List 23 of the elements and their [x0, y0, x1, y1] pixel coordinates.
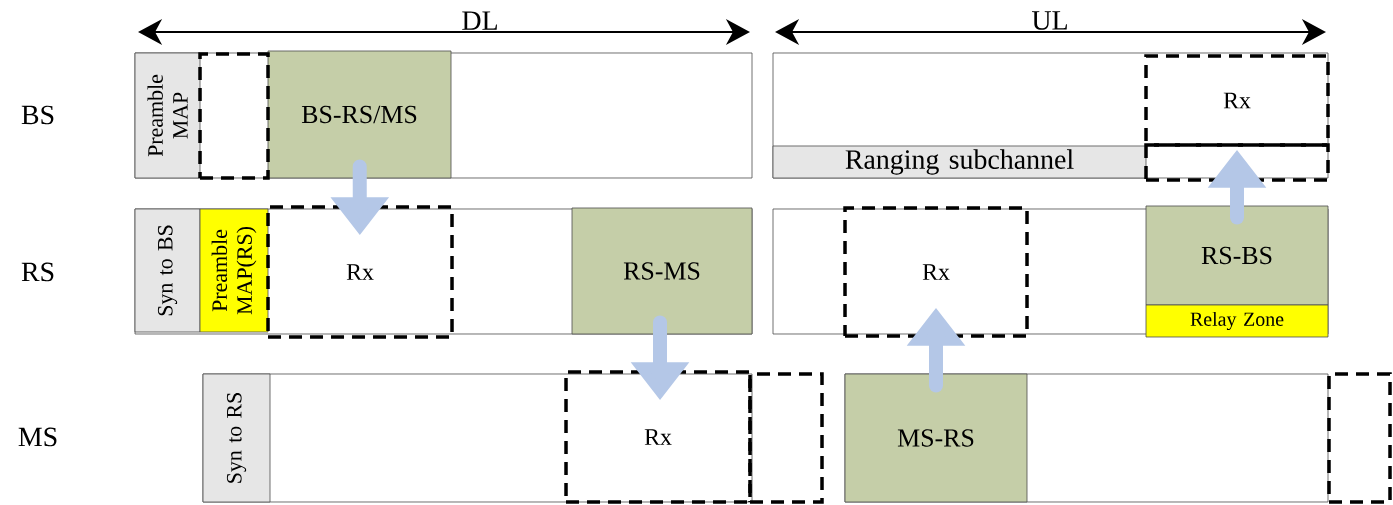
row-label: RS — [21, 262, 54, 282]
dashed-box — [1327, 372, 1392, 504]
row-label: MS — [18, 427, 57, 447]
span-label: DL — [462, 11, 497, 30]
zone-box: Relay Zone — [1145, 304, 1329, 338]
dashed-box: Rx — [564, 370, 752, 504]
dashed-box: Rx — [1144, 54, 1330, 147]
zone-box: Preamble MAP(RS) — [199, 208, 269, 333]
dashed-box: Rx — [843, 206, 1029, 338]
zone-box: Ranging subchannel — [772, 145, 1147, 179]
zone-box: RS-BS — [1145, 205, 1329, 306]
span-label: UL — [1032, 11, 1067, 30]
zone-box: Preamble MAP — [134, 52, 201, 179]
zone-box: BS-RS/MS — [267, 50, 452, 179]
zone-box: Syn to BS — [134, 208, 201, 333]
row-label: BS — [21, 105, 54, 125]
dashed-box — [198, 52, 270, 180]
zone-box: Syn to RS — [202, 373, 271, 503]
dashed-box — [1144, 143, 1330, 182]
dashed-box — [748, 372, 824, 504]
zone-box: MS-RS — [844, 373, 1028, 503]
dashed-box: Rx — [266, 205, 454, 339]
zone-box: RS-MS — [571, 207, 753, 335]
